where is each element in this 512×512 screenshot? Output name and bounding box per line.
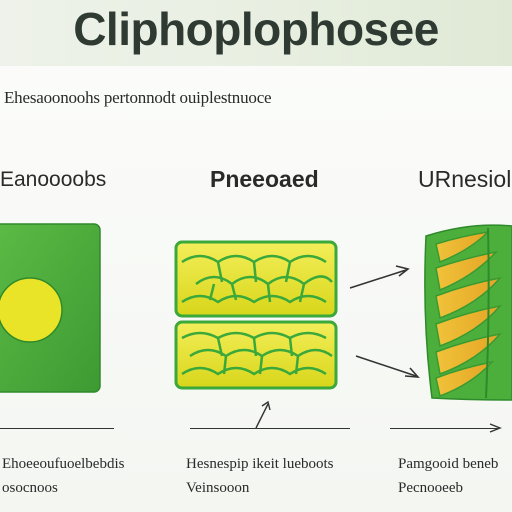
arrow-upper xyxy=(349,265,410,289)
arrow-lower xyxy=(355,355,420,378)
header-banner xyxy=(0,0,512,66)
caption-right-line2: Pecnooeeb xyxy=(398,480,463,496)
page-title: Cliphoplophosee xyxy=(73,3,439,55)
arrow-up-small xyxy=(255,400,271,429)
heading-right: URnesiolie xyxy=(418,166,512,192)
caption-right: Pamgooid beneb Pecnooeeb xyxy=(398,452,498,500)
caption-middle-line2: Veinsooon xyxy=(186,480,250,496)
caption-right-line1: Pamgooid beneb xyxy=(398,456,499,472)
thylakoid-illustration xyxy=(424,224,512,401)
baseline-right xyxy=(390,428,498,429)
caption-left-line2: osocnoos xyxy=(2,480,58,496)
caption-left-line1: Ehoeeoufuoelbebdis xyxy=(2,456,125,472)
baseline-mid xyxy=(190,428,350,429)
caption-middle: Hesnespip ikeit lueboots Veinsooon xyxy=(186,452,333,500)
baseline-left xyxy=(0,428,114,429)
arrow-right-small xyxy=(489,423,502,433)
heading-left: Eanoooobs xyxy=(0,168,107,191)
grana-stack-illustration xyxy=(174,240,338,390)
diagram-subtitle: Ehesaoonoohs pertonnodt ouiplestnuoce xyxy=(4,88,272,107)
heading-middle: Pneeoaed xyxy=(210,166,319,192)
caption-left: Ehoeeoufuoelbebdis osocnoos xyxy=(2,452,124,500)
caption-middle-line1: Hesnespip ikeit lueboots xyxy=(186,456,334,472)
plant-cell-illustration xyxy=(0,223,101,393)
